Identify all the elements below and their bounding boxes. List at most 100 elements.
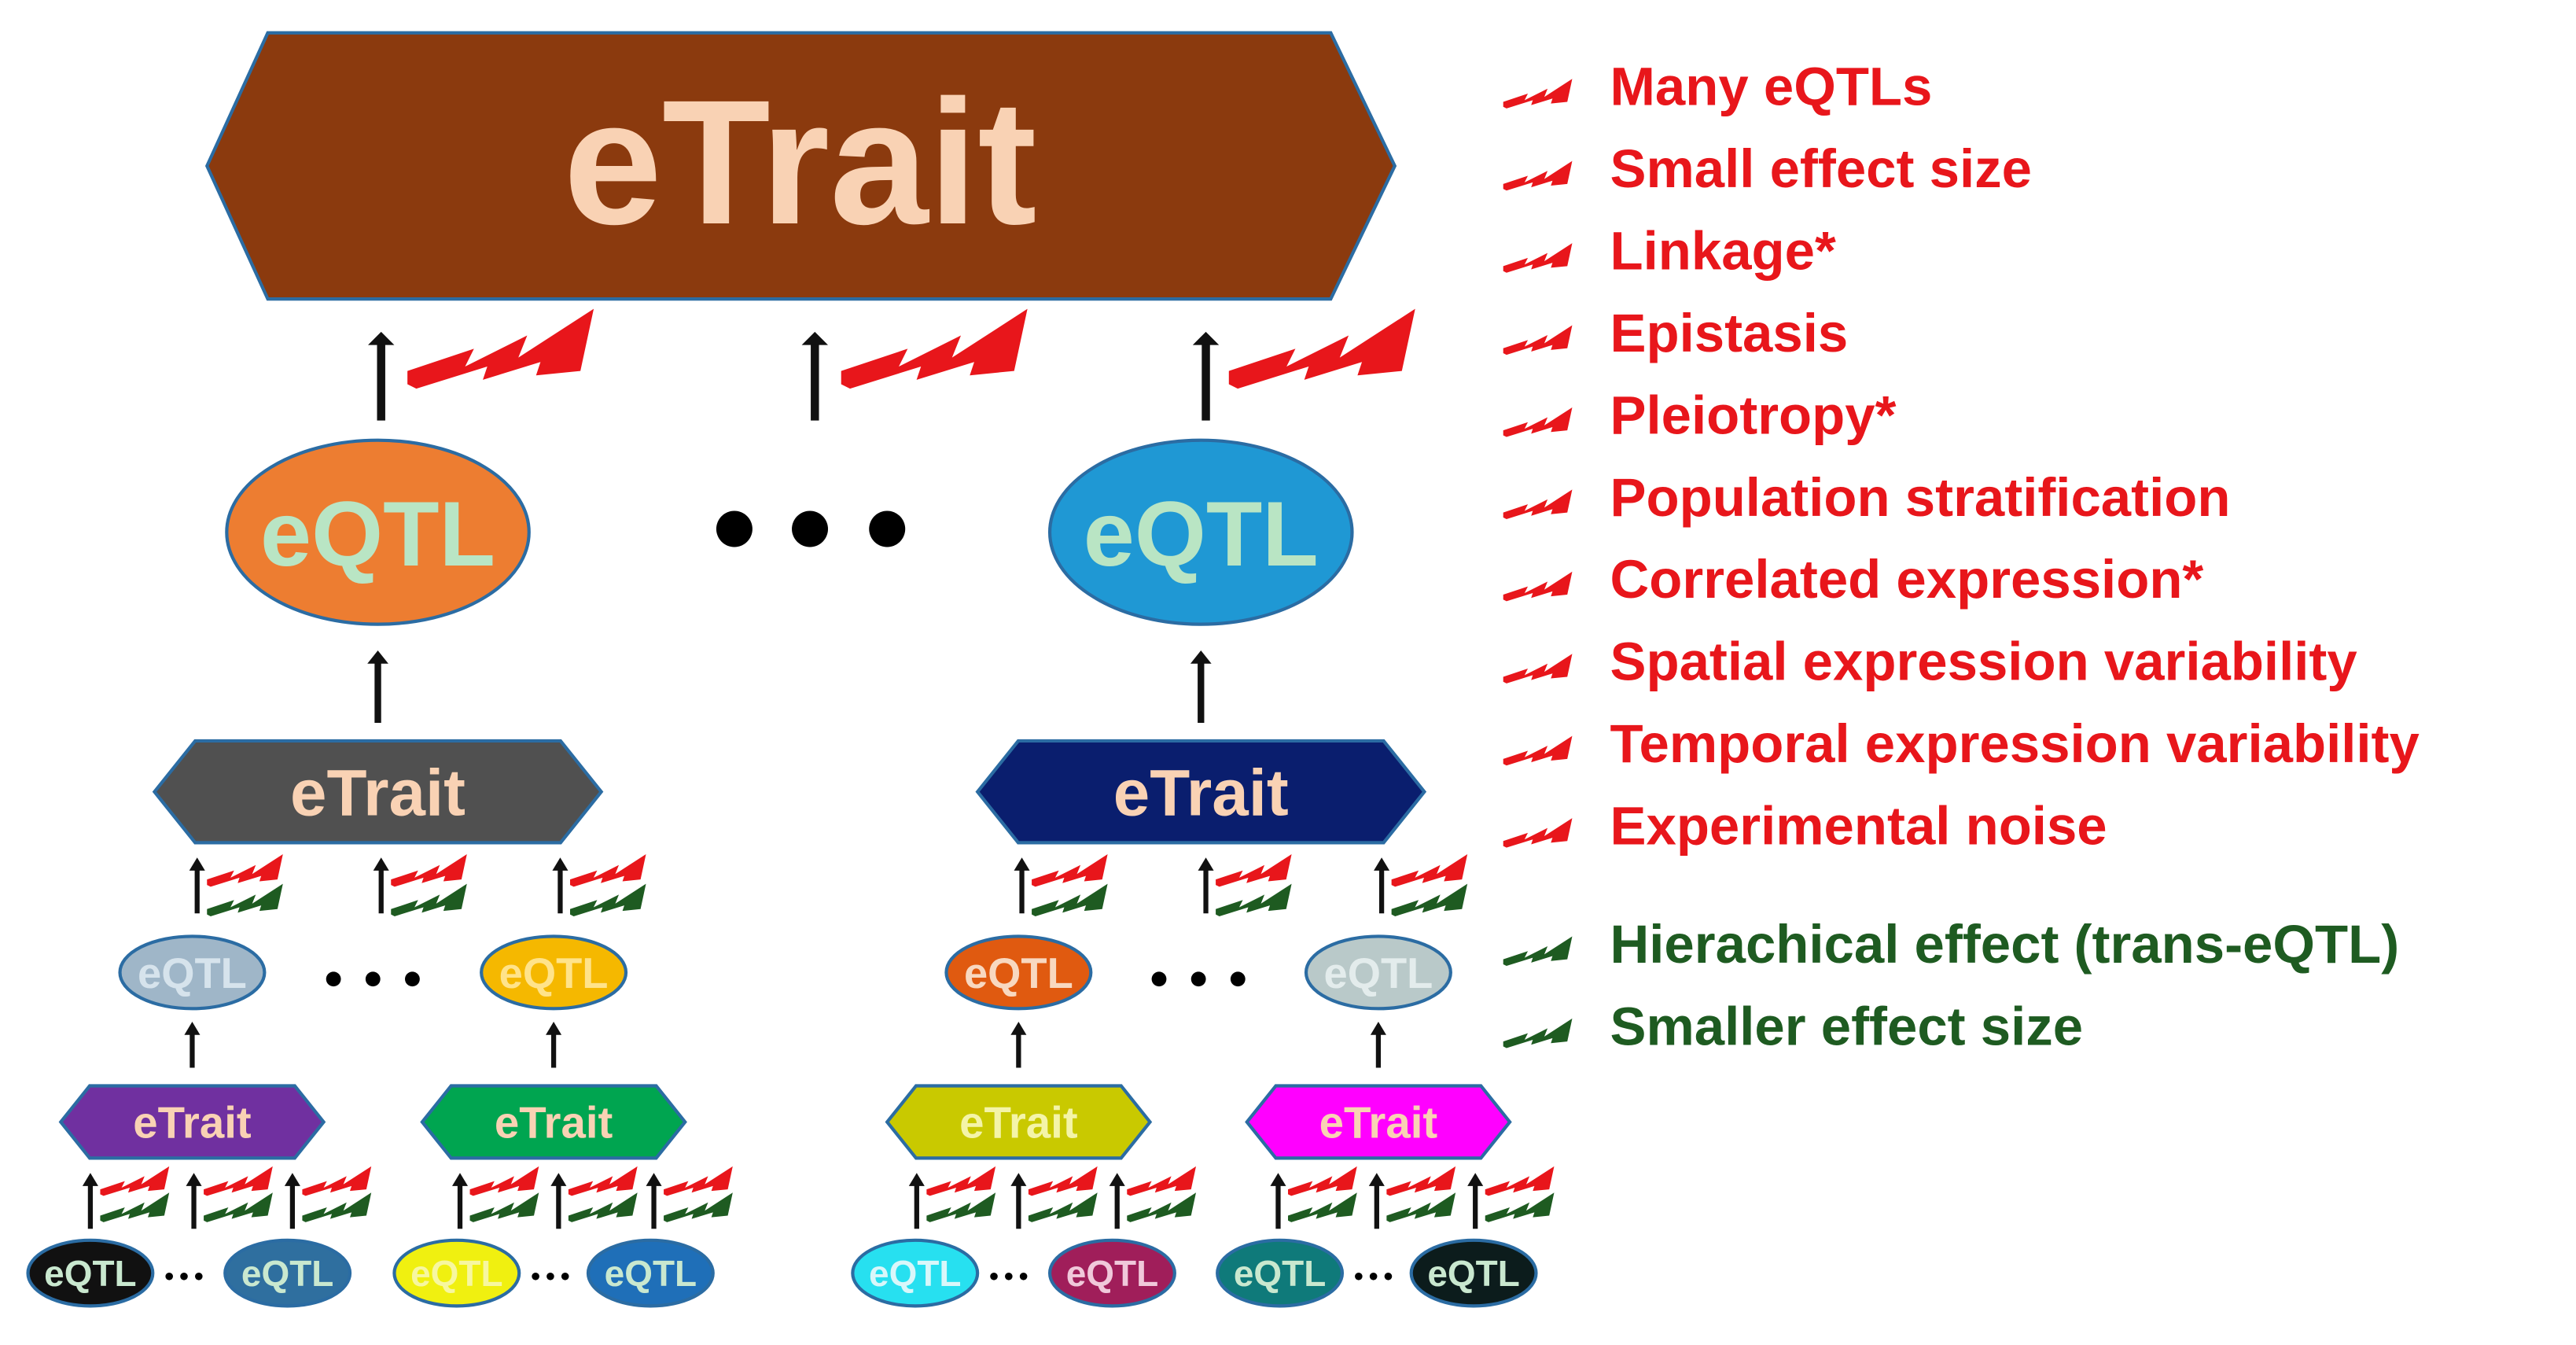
red-bolt-icon <box>1288 1166 1357 1196</box>
mid_right-sub-etrait-1: eTrait <box>1245 1084 1512 1160</box>
mid_right-sub-eqtl-1: eQTL <box>1304 934 1452 1011</box>
mid_right-eqtl-node-label: eQTL <box>1084 482 1319 585</box>
top-etrait-node: eTrait <box>204 31 1397 301</box>
mid_right-etrait-node-label: eTrait <box>1113 756 1289 830</box>
red-bolt-icon <box>207 854 283 887</box>
mid_right-leaf-eqtl-1-label: eQTL <box>1066 1253 1158 1294</box>
mid_right-sub-arrow <box>1014 857 1030 914</box>
red-bolt-icon <box>1503 818 1573 848</box>
arrow-to-top-2 <box>1192 331 1220 421</box>
green-bolt-icon <box>469 1192 539 1222</box>
green-bolt-icon <box>1391 883 1468 916</box>
mid_left-sub-etrait-0: eTrait <box>58 1084 326 1160</box>
mid_left-sub-arrow <box>189 857 205 914</box>
green-bolt-icon <box>1216 883 1292 916</box>
mid_right-leaf-eqtl-0-label: eQTL <box>869 1253 961 1294</box>
mid_right-leaf-eqtl-3: eQTL <box>1409 1238 1538 1308</box>
red-bolt-icon <box>1503 243 1573 273</box>
green-bolt-icon <box>1386 1192 1456 1222</box>
mid_left-leaf-eqtl-2-label: eQTL <box>410 1253 502 1294</box>
mid_right-leaf-in-arrow <box>908 1173 925 1229</box>
green-bolt-icon <box>1503 1018 1573 1048</box>
red-bolt-icon <box>926 1166 996 1196</box>
ellipsis-large <box>716 510 906 547</box>
mid_left-leaf-eqtl-0-label: eQTL <box>44 1253 136 1294</box>
mid_left-etrait-node: eTrait <box>152 739 604 845</box>
red-bolt-icon <box>664 1166 733 1196</box>
legend-red-item: Many eQTLs <box>1610 57 1933 117</box>
mid_right-leaf-eqtl-3-label: eQTL <box>1427 1253 1519 1294</box>
mid_right-sub-eqtl-0: eQTL <box>944 934 1093 1011</box>
green-bolt-icon <box>569 883 646 916</box>
mid_left-leaf-in-arrow <box>186 1173 202 1229</box>
green-bolt-icon <box>391 883 467 916</box>
green-bolt-icon <box>204 1192 273 1222</box>
green-bolt-icon <box>207 883 283 916</box>
red-bolt-icon <box>1503 407 1573 437</box>
mid_right-leaf-eqtl-0: eQTL <box>851 1238 980 1308</box>
green-bolt-icon <box>1503 936 1573 967</box>
mid_left-ellipsis-leaf <box>532 1272 569 1281</box>
mid_right-leaf-in-arrow <box>1467 1173 1484 1229</box>
red-bolt-icon <box>1386 1166 1456 1196</box>
arrow-to-top-0 <box>368 331 395 421</box>
red-bolt-icon <box>1032 854 1108 887</box>
arrow-to-top-1 <box>801 331 829 421</box>
legend-red-item: Experimental noise <box>1610 796 2107 857</box>
legend-red-item: Population stratification <box>1610 467 2231 528</box>
mid_left-leaf-in-arrow <box>284 1173 300 1229</box>
red-bolt-icon <box>1503 654 1573 684</box>
mid_left-leaf-eqtl-1: eQTL <box>223 1238 352 1308</box>
mid_left-sub-arrow <box>552 857 569 914</box>
mid_right-leaf-arrow <box>1010 1022 1027 1068</box>
mid_right-sub-arrow <box>1374 857 1390 914</box>
mid_right-leaf-eqtl-1: eQTL <box>1047 1238 1176 1308</box>
mid_right-sub-etrait-1-label: eTrait <box>1319 1098 1438 1148</box>
mid_right-ellipsis-small <box>1151 971 1246 987</box>
green-bolt-icon <box>926 1192 996 1222</box>
mid_left-sub-etrait-0-label: eTrait <box>133 1098 252 1148</box>
red-bolt-icon <box>302 1166 372 1196</box>
mid_left-sub-etrait-1: eTrait <box>420 1084 687 1160</box>
mid_right-leaf-in-arrow <box>1368 1173 1385 1229</box>
legend-green-item: Hierachical effect (trans-eQTL) <box>1610 914 2400 975</box>
mid_left-leaf-in-arrow <box>646 1173 662 1229</box>
red-bolt-icon <box>1216 854 1292 887</box>
red-bolt-icon <box>1127 1166 1197 1196</box>
green-bolt-icon <box>1288 1192 1357 1222</box>
red-bolt-icon <box>469 1166 539 1196</box>
top-etrait-label: eTrait <box>563 63 1036 261</box>
mid_left-leaf-in-arrow <box>82 1173 98 1229</box>
mid_left-eqtl-node: eQTL <box>225 438 531 626</box>
mid_left-leaf-eqtl-0: eQTL <box>26 1238 155 1308</box>
red-bolt-icon <box>1503 489 1573 519</box>
mid_left-eqtl-node-label: eQTL <box>260 482 495 585</box>
mid_left-leaf-in-arrow <box>451 1173 469 1229</box>
mid_left-leaf-eqtl-2: eQTL <box>392 1238 521 1308</box>
red-bolt-icon <box>1485 1166 1555 1196</box>
mid_left-ellipsis-leaf <box>165 1272 203 1281</box>
red-bolt-icon <box>204 1166 273 1196</box>
red-bolt-icon <box>841 308 1028 389</box>
mid_left-sub-etrait-1-label: eTrait <box>495 1098 613 1148</box>
legend-green-group: Hierachical effect (trans-eQTL)Smaller e… <box>1503 914 2399 1056</box>
mid_right-leaf-eqtl-2-label: eQTL <box>1234 1253 1326 1294</box>
mid_right-leaf-in-arrow <box>1270 1173 1286 1229</box>
mid_right-ellipsis-leaf <box>1355 1272 1393 1281</box>
hierarchy-nodes: eQTL eTrait eQTL eQTL eTrait eTrait eQTL eQTL eQ… <box>26 308 1555 1308</box>
legend-red-item: Correlated expression* <box>1610 549 2204 610</box>
green-bolt-icon <box>1127 1192 1197 1222</box>
mid_right-sub-etrait-0-label: eTrait <box>959 1098 1078 1148</box>
mid_right-etrait-node: eTrait <box>975 739 1427 845</box>
legend-red-item: Temporal expression variability <box>1610 713 2420 774</box>
legend-red-item: Epistasis <box>1610 303 1849 363</box>
mid_right-arrow-etrait <box>1190 650 1212 723</box>
red-bolt-icon <box>568 1166 638 1196</box>
mid_left-sub-eqtl-0-label: eQTL <box>138 949 247 997</box>
green-bolt-icon <box>1028 1192 1098 1222</box>
mid_left-sub-eqtl-0: eQTL <box>118 934 267 1011</box>
mid_left-sub-arrow <box>373 857 389 914</box>
